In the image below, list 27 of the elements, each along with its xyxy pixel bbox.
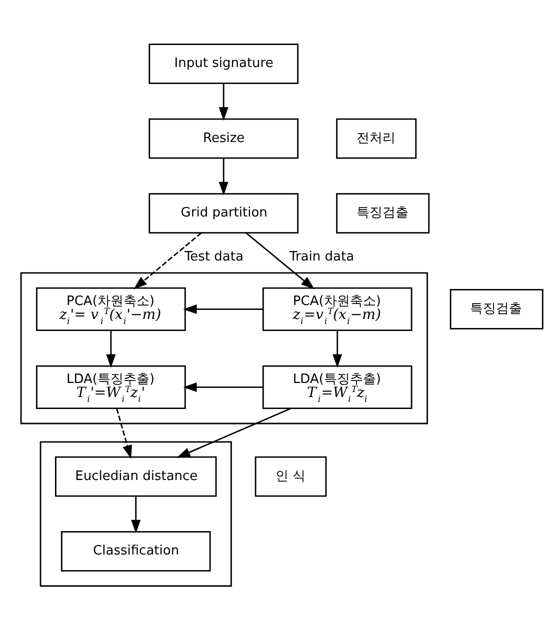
- node-box: 특징검출: [336, 192, 430, 234]
- arrow: [183, 382, 264, 392]
- arrow: [106, 330, 116, 368]
- arrow: [131, 496, 141, 533]
- node-box: 특징검출: [450, 288, 544, 329]
- edge-label: Test data: [184, 249, 244, 264]
- arrow: [218, 83, 228, 120]
- edge-label: Train data: [289, 249, 354, 264]
- arrow: [218, 158, 228, 195]
- node-box: Input signature: [148, 43, 299, 84]
- node-box: PCA(차원축소) z$_{i}$=v$_{i}$$^{T}$(x$_{i}$−m): [262, 286, 412, 331]
- arrow: [332, 330, 342, 368]
- arrow: [133, 232, 202, 289]
- node-box: Grid partition: [148, 192, 299, 234]
- node-box: 인 식: [254, 456, 327, 496]
- node-box: PCA(차원축소) z$_{i}$'= v$_{i}$$^{T}$(x$_{i}$'−m): [36, 286, 186, 331]
- node-box: Classification: [60, 530, 211, 572]
- arrow: [183, 304, 264, 314]
- node-box: Resize: [148, 118, 299, 158]
- arrow: [116, 408, 132, 458]
- cluster: [40, 440, 232, 586]
- cluster: [20, 272, 428, 424]
- node-box: Eucledian distance: [54, 456, 217, 496]
- node-box: LDA(특징추출) T$_{i}$=W$_{i}$$^{T}$z$_{i}$: [262, 364, 412, 409]
- arrow: [246, 232, 315, 289]
- node-box: 전처리: [336, 118, 417, 158]
- node-box: LDA(특징추출) T$_{i}$'=W$_{i}$$^{T}$z$_{i}$': [36, 364, 186, 409]
